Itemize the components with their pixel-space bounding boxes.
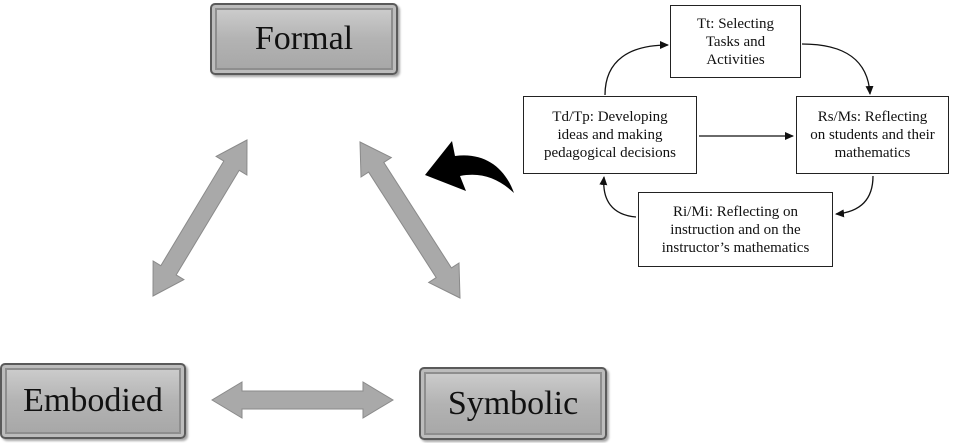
formal-box: Formal (210, 3, 398, 75)
formal-embodied-arrow (152, 139, 248, 297)
tasks-label: Tt: Selecting Tasks and Activities (696, 15, 775, 68)
embodied-box: Embodied (0, 363, 186, 439)
formal-symbolic-arrow (359, 141, 461, 299)
reflect-instruction-label: Ri/Mi: Reflecting on instruction and on … (661, 203, 810, 256)
cycle-arrow-tt-to-rs (801, 43, 874, 95)
reflect-students-box: Rs/Ms: Reflecting on students and their … (796, 96, 949, 174)
curved-pointer-arrow (425, 141, 514, 193)
developing-box: Td/Tp: Developing ideas and making pedag… (523, 96, 697, 174)
reflect-instruction-box: Ri/Mi: Reflecting on instruction and on … (638, 192, 833, 267)
tasks-box: Tt: Selecting Tasks and Activities (670, 5, 801, 78)
cycle-arrow-td-to-tt (604, 41, 669, 96)
cycle-arrow-ri-to-td (599, 176, 637, 218)
symbolic-box: Symbolic (419, 367, 607, 440)
reflect-students-label: Rs/Ms: Reflecting on students and their … (810, 109, 935, 161)
symbolic-label: Symbolic (447, 384, 579, 422)
developing-label: Td/Tp: Developing ideas and making pedag… (543, 109, 677, 161)
formal-label: Formal (254, 20, 354, 57)
embodied-symbolic-arrow (211, 381, 394, 419)
embodied-label: Embodied (23, 382, 163, 419)
cycle-arrow-rs-to-ri (835, 175, 874, 218)
